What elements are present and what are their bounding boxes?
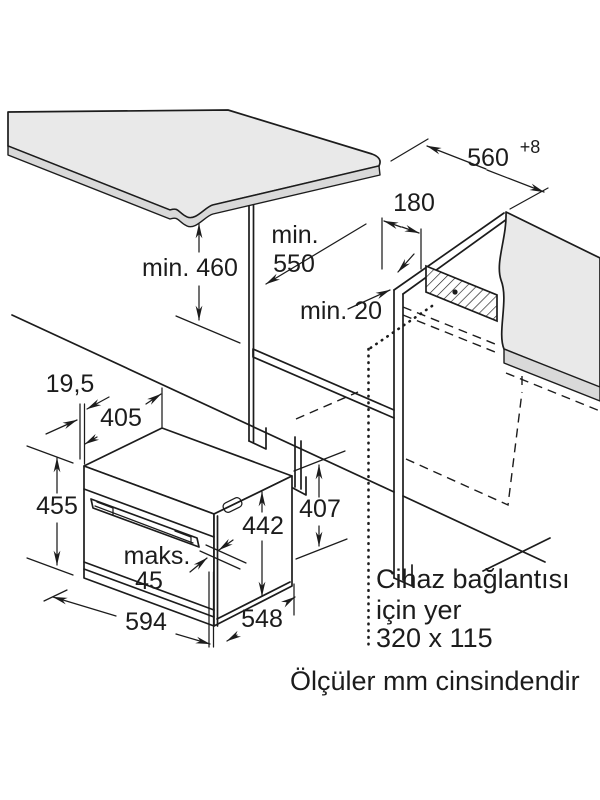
oven-control-panel <box>83 488 215 538</box>
dimension-label-19-5: 19,5 <box>46 370 95 398</box>
dimension-label-maks: maks. <box>124 542 191 570</box>
dimension-label-442: 442 <box>242 512 284 540</box>
dimension-label-560: 560 <box>467 144 509 172</box>
niche-cabinet <box>11 204 551 572</box>
oven-side-grip <box>222 497 243 513</box>
dimension-niche-depth: min. 550 <box>265 221 367 285</box>
connection-area-hatch <box>425 264 498 323</box>
connection-extent-dotted-line <box>367 304 434 351</box>
dimension-label-455: 455 <box>36 492 78 520</box>
note-connection-line1: Cihaz bağlantısı <box>376 564 570 594</box>
dimension-front-overhang: 19,5 <box>45 370 110 465</box>
back-wall-surface <box>498 211 600 389</box>
note-units: Ölçüler mm cinsindendir <box>290 666 580 696</box>
dimension-front-height: 455 <box>26 445 78 576</box>
dimension-label-min: min. <box>271 221 318 249</box>
dimension-niche-height: min. 460 <box>142 223 238 321</box>
dimension-label-405: 405 <box>100 404 142 432</box>
oven-door-handle <box>90 498 200 548</box>
dimension-body-height: 442 <box>242 491 284 597</box>
connection-area <box>367 264 498 650</box>
dimension-top-depth: 405 <box>84 387 163 445</box>
dimension-label-180: 180 <box>393 189 435 217</box>
connection-point-dot <box>452 289 458 295</box>
dimension-label-min-460: min. 460 <box>142 254 238 282</box>
dimension-label-45: 45 <box>135 567 163 595</box>
dimension-niche-opening-height: 407 <box>293 450 348 560</box>
connection-note: Cihaz bağlantısı için yer 320 x 115 <box>376 564 570 653</box>
dimension-connection-offset: 180 <box>381 189 435 270</box>
dimension-label-min-20: min. 20 <box>300 297 382 325</box>
dimension-label-407: 407 <box>299 495 341 523</box>
dimension-width: 594 <box>43 571 215 648</box>
note-connection-line3: 320 x 115 <box>376 623 493 653</box>
dimension-label-550: 550 <box>273 250 315 278</box>
back-wall-panel <box>498 211 600 412</box>
dimension-label-594: 594 <box>125 608 167 636</box>
countertop-top-surface <box>7 109 381 219</box>
dimension-rear-gap: min. 20 <box>300 253 415 325</box>
note-connection-line2: için yer <box>376 595 462 625</box>
dimension-label-560-tolerance: +8 <box>520 137 541 157</box>
dimension-niche-width: 560 +8 <box>390 137 549 210</box>
dimension-label-548: 548 <box>241 605 283 633</box>
dimension-depth: 548 <box>226 583 296 642</box>
dimension-door-protrusion: maks. 45 <box>124 538 247 595</box>
adjacent-tall-cabinet <box>393 212 523 587</box>
oven <box>83 427 293 627</box>
back-shelf-strip <box>503 348 600 402</box>
countertop <box>7 109 381 228</box>
